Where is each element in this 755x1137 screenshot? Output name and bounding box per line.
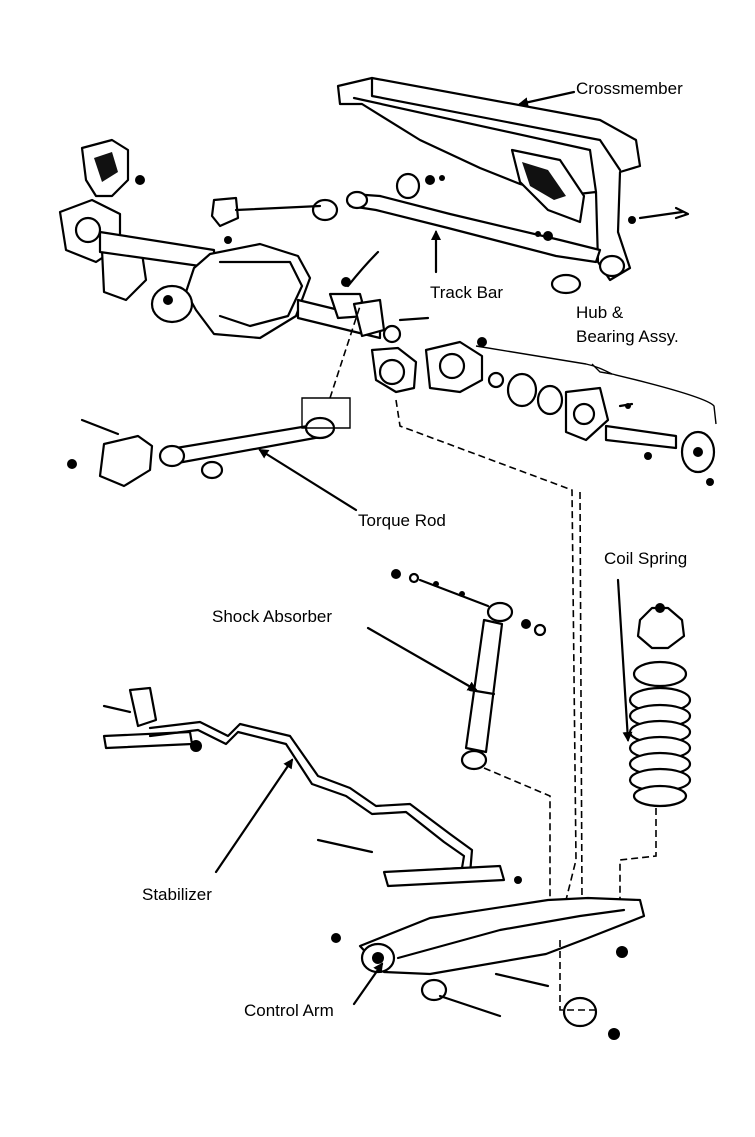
stabilizer-part <box>102 686 522 888</box>
label-track-bar: Track Bar <box>430 283 503 302</box>
label-coil-spring: Coil Spring <box>604 549 687 568</box>
stabilizer-arrow <box>214 758 294 874</box>
crossmember-part <box>336 76 642 282</box>
label-torque-rod: Torque Rod <box>358 511 446 530</box>
label-shock-absorber: Shock Absorber <box>212 607 332 626</box>
shock-absorber-part <box>391 569 551 900</box>
label-hub-line1: Hub & <box>576 303 624 322</box>
control-arm-part <box>331 896 646 1040</box>
crossmember-arrow <box>518 90 576 108</box>
control-arm-arrow <box>352 962 384 1006</box>
axle-left-end <box>58 138 322 302</box>
coil-spring-arrow <box>616 578 633 742</box>
torque-rod-part <box>67 299 363 488</box>
coil-spring-part <box>619 603 692 900</box>
label-stabilizer: Stabilizer <box>142 885 212 904</box>
axle-housing-part <box>98 230 430 344</box>
shock-absorber-arrow <box>366 626 478 692</box>
hub-bearing-assembly-part <box>370 337 716 486</box>
label-control-arm: Control Arm <box>244 1001 334 1020</box>
label-crossmember: Crossmember <box>576 79 683 98</box>
torque-rod-arrow <box>258 448 358 512</box>
track-bar-part <box>311 172 690 295</box>
label-hub-line2: Bearing Assy. <box>576 327 679 346</box>
callout-arrows <box>214 90 633 1006</box>
